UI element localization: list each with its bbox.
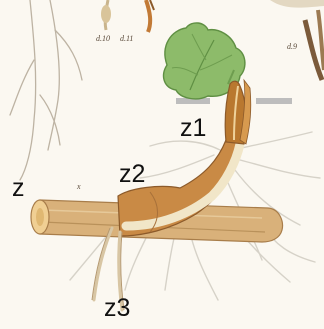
plate-mark-d11: d.11 (120, 35, 133, 43)
label-z2: z2 (119, 162, 145, 187)
scale-bar-right (256, 98, 292, 104)
plate-mark-x: x (77, 183, 81, 191)
label-z: z (12, 176, 25, 201)
label-z1: z1 (180, 116, 206, 141)
plate-mark-d9: d.9 (287, 43, 297, 51)
plate-mark-d10: d.10 (96, 35, 110, 43)
label-z3: z3 (104, 296, 130, 321)
